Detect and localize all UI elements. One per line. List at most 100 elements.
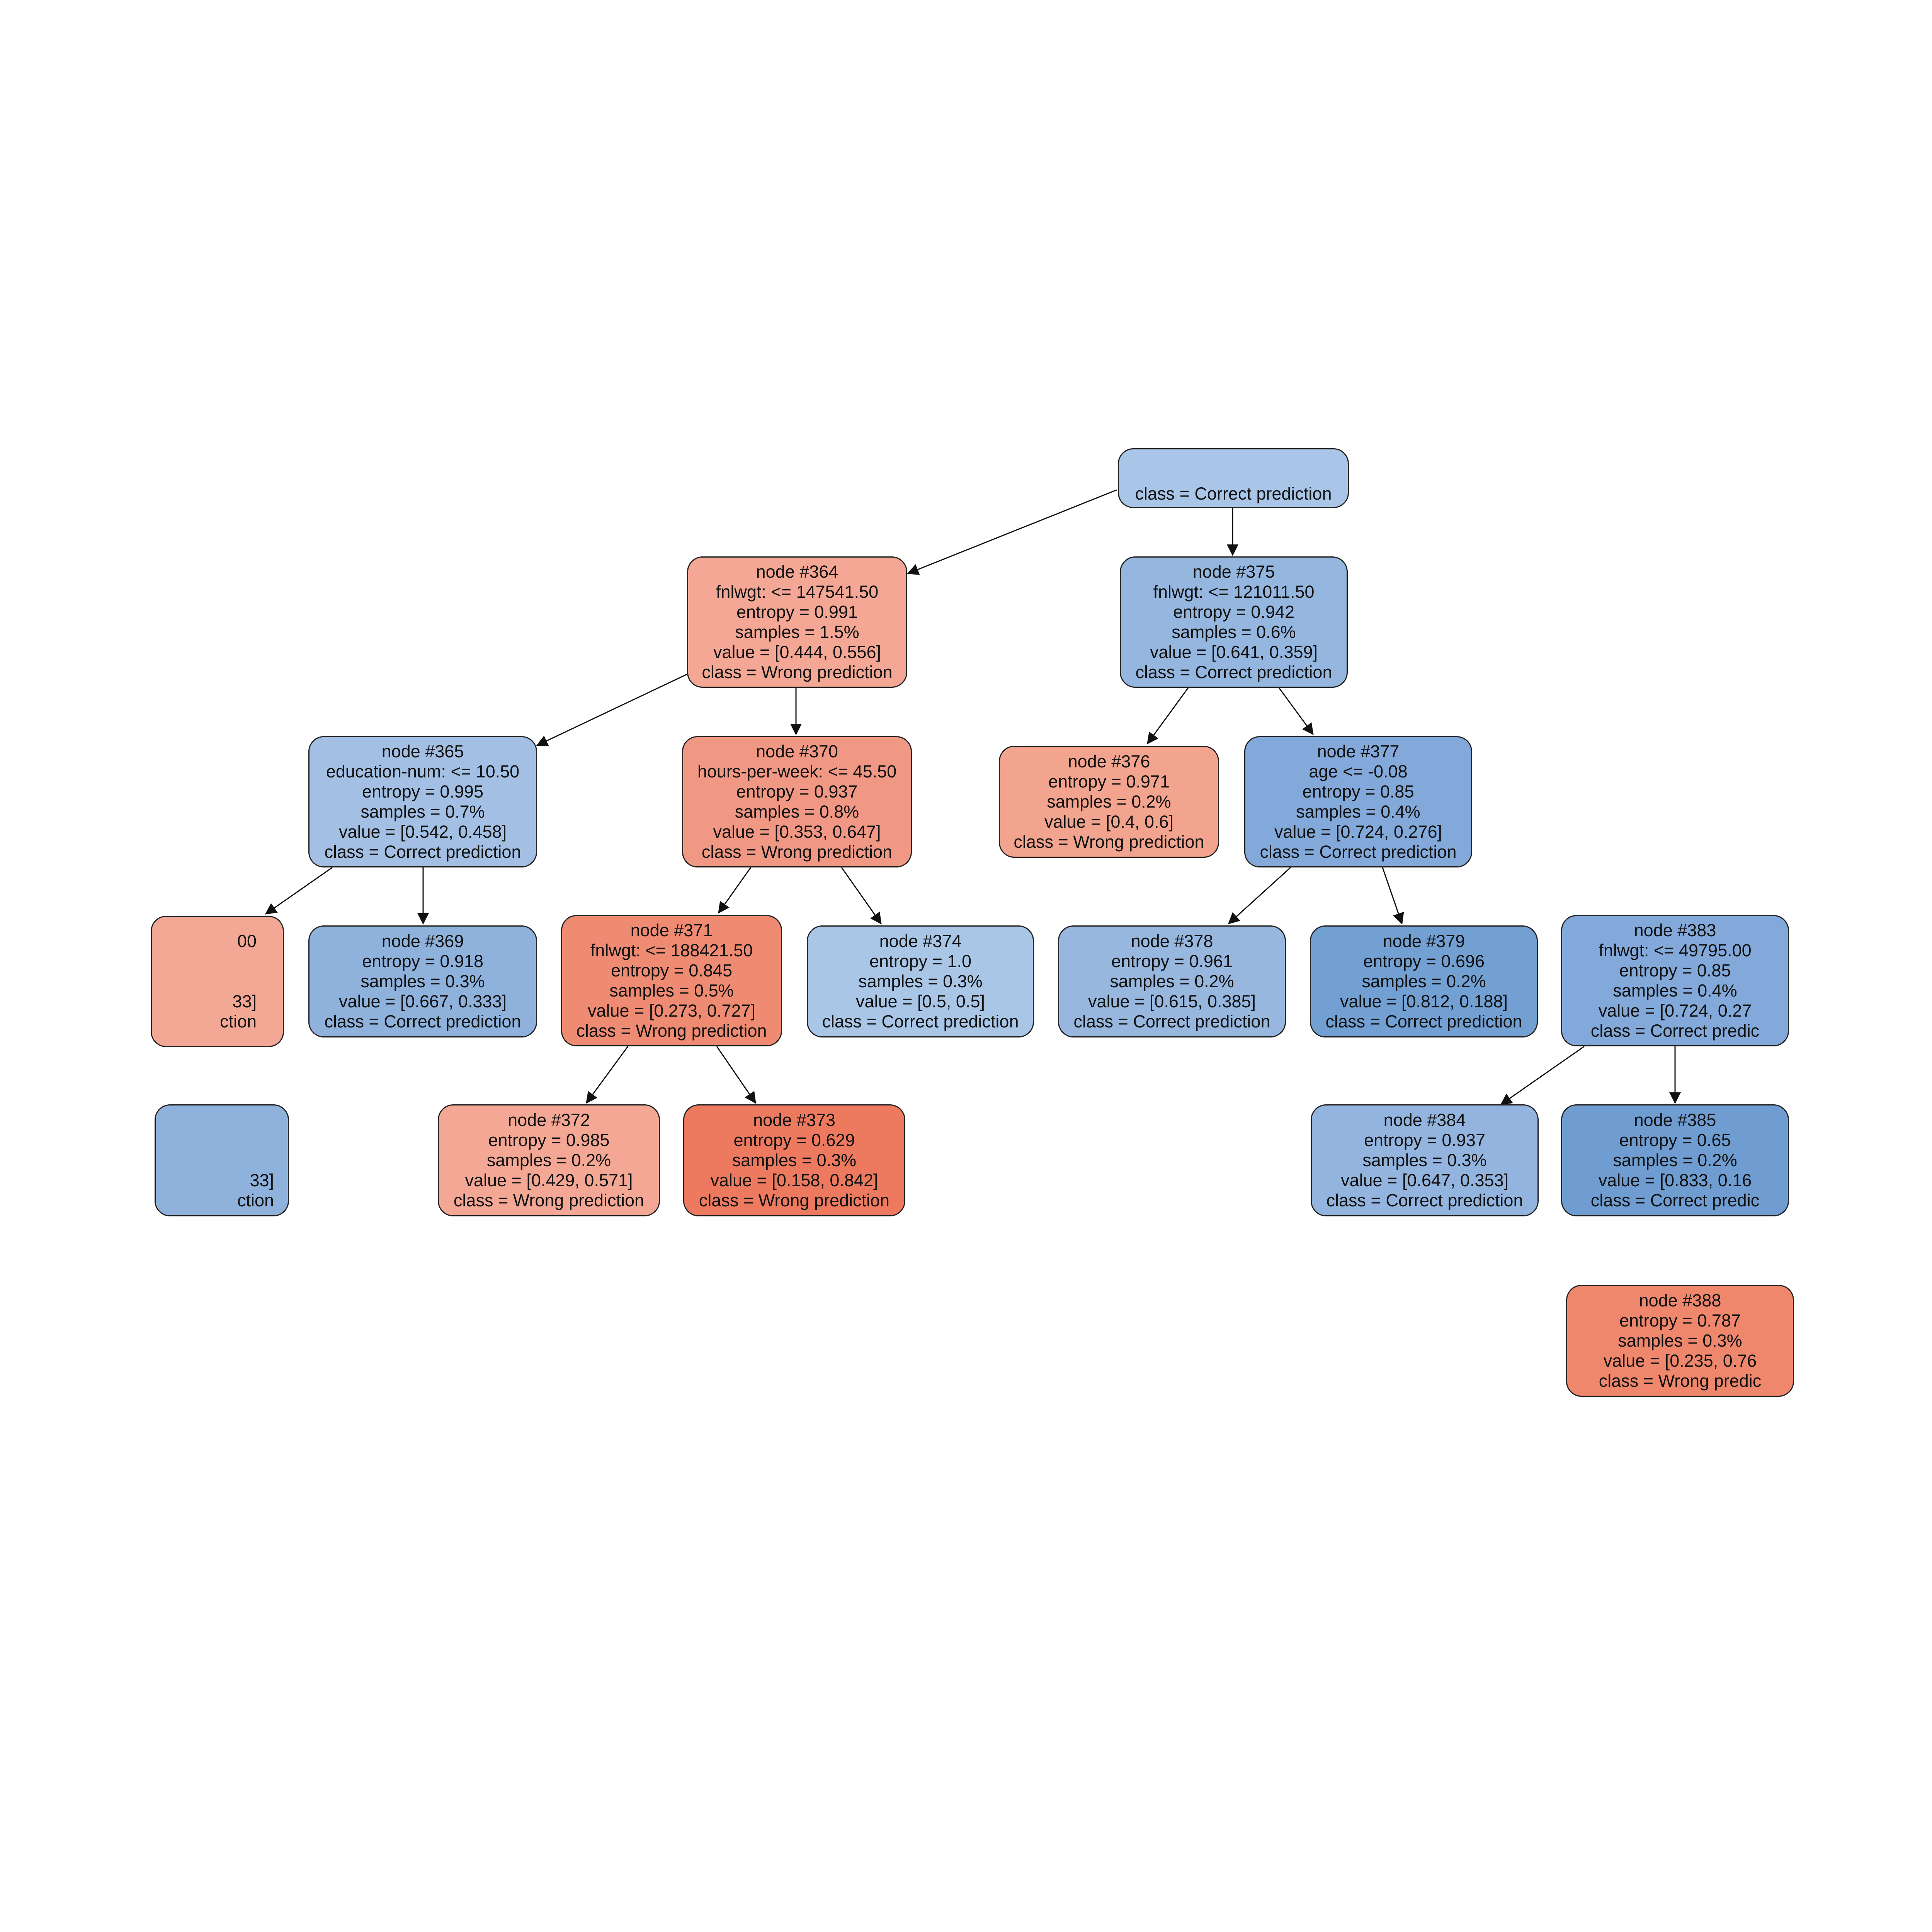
node-text-line: node #384: [1383, 1110, 1466, 1130]
node-text-line: class = Correct prediction: [1073, 1012, 1270, 1031]
node-text-line: 33]: [250, 1170, 274, 1190]
edge-375-377: [1278, 687, 1314, 735]
node-text-line: class = Wrong predic: [1599, 1371, 1762, 1391]
node-text-line: value = [0.615, 0.385]: [1088, 992, 1256, 1011]
node-text-line: samples = 0.4%: [1613, 981, 1737, 1000]
node-text-line: samples = 0.2%: [1047, 792, 1171, 811]
node-text-line: samples = 0.3%: [732, 1150, 857, 1170]
node-text-line: age <= -0.08: [1309, 762, 1408, 781]
node-text-line: [252, 971, 257, 992]
node-text-line: entropy = 0.629: [733, 1130, 855, 1150]
node-text-line: [269, 1130, 274, 1150]
node-text-line: samples = 0.2%: [1110, 971, 1234, 991]
edge-375-376: [1147, 687, 1189, 745]
node-text-line: fnlwgt: <= 188421.50: [590, 940, 753, 960]
edge-365-366: [265, 867, 333, 915]
node-text-line: node #376: [1068, 752, 1150, 771]
node-text-line: entropy = 0.937: [1364, 1130, 1485, 1150]
node-text-line: node #372: [508, 1110, 590, 1130]
node-text-line: samples = 0.3%: [1618, 1331, 1742, 1350]
node-text-line: entropy = 0.961: [1111, 951, 1233, 971]
node-text-line: education-num: <= 10.50: [326, 762, 520, 781]
node-text-line: entropy = 0.991: [736, 602, 858, 622]
node-text-line: entropy = 0.85: [1302, 782, 1414, 801]
node-text-line: class = Correct prediction: [1325, 1012, 1522, 1031]
node-text-line: [269, 1150, 274, 1170]
tree-node-363: class = Correct prediction: [1118, 448, 1349, 508]
node-text-line: class = Correct predic: [1590, 1021, 1760, 1041]
node-text-line: value = [0.542, 0.458]: [338, 822, 507, 842]
node-text-line: entropy = 0.971: [1048, 772, 1170, 791]
node-text-line: node #373: [753, 1110, 835, 1130]
node-text-line: samples = 0.2%: [1362, 971, 1486, 991]
node-text-line: hours-per-week: <= 45.50: [697, 762, 897, 781]
node-text-line: samples = 1.5%: [735, 622, 859, 642]
node-text-line: entropy = 0.918: [362, 951, 483, 971]
node-text-line: samples = 0.8%: [735, 802, 859, 821]
node-text-line: value = [0.4, 0.6]: [1044, 812, 1173, 832]
node-text-line: [252, 951, 257, 971]
node-text-line: samples = 0.2%: [486, 1150, 611, 1170]
node-text-line: class = Correct prediction: [1260, 842, 1457, 862]
node-text-line: entropy = 0.85: [1619, 961, 1731, 980]
node-text-line: [269, 1110, 274, 1130]
node-text-line: ction: [219, 1012, 257, 1031]
node-text-line: value = [0.647, 0.353]: [1340, 1170, 1509, 1190]
node-text-line: samples = 0.5%: [609, 981, 734, 1000]
node-text-line: entropy = 0.942: [1173, 602, 1294, 622]
node-text-line: entropy = 0.995: [362, 782, 483, 801]
node-text-line: node #374: [879, 931, 962, 951]
node-text-line: fnlwgt: <= 49795.00: [1599, 940, 1752, 960]
edge-377-378: [1228, 867, 1291, 925]
node-text-line: ction: [237, 1190, 274, 1210]
node-text-line: samples = 0.3%: [361, 971, 485, 991]
node-text-line: value = [0.429, 0.571]: [465, 1170, 633, 1190]
node-text-line: node #379: [1383, 931, 1465, 951]
node-text-line: value = [0.444, 0.556]: [713, 642, 881, 662]
node-text-line: class = Correct prediction: [1135, 484, 1332, 503]
edge-383-384: [1500, 1046, 1585, 1105]
tree-node-368-partial: 33]ction: [155, 1104, 289, 1216]
node-text-line: samples = 0.2%: [1613, 1150, 1737, 1170]
edge-377-379: [1382, 867, 1404, 925]
edge-371-373: [716, 1046, 756, 1104]
tree-node-366-partial: 00 33]ction: [151, 916, 284, 1047]
node-text-line: samples = 0.3%: [1362, 1150, 1487, 1170]
node-text-line: samples = 0.7%: [361, 802, 485, 821]
node-text-line: value = [0.833, 0.16: [1598, 1170, 1752, 1190]
node-text-line: value = [0.273, 0.727]: [587, 1001, 756, 1020]
node-text-line: value = [0.353, 0.647]: [713, 822, 881, 842]
node-text-line: entropy = 0.696: [1363, 951, 1485, 971]
node-text-line: class = Wrong prediction: [1014, 832, 1204, 852]
node-text-line: samples = 0.4%: [1296, 802, 1420, 821]
node-text-line: value = [0.667, 0.333]: [338, 992, 507, 1011]
node-text-line: node #364: [756, 562, 838, 582]
edge-371-372: [586, 1046, 629, 1104]
node-text-line: node #371: [630, 920, 713, 940]
node-text-line: class = Correct predic: [1590, 1190, 1760, 1210]
node-text-line: 33]: [232, 992, 257, 1011]
node-text-line: node #377: [1317, 742, 1400, 761]
node-text-line: node #388: [1639, 1291, 1721, 1310]
node-text-line: class = Wrong prediction: [702, 662, 893, 682]
node-text-line: node #383: [1634, 920, 1716, 940]
node-text-line: value = [0.724, 0.27: [1598, 1001, 1752, 1020]
edge-364-365: [536, 673, 687, 746]
node-text-line: value = [0.235, 0.76: [1603, 1351, 1757, 1371]
node-text-line: class = Wrong prediction: [701, 842, 893, 862]
